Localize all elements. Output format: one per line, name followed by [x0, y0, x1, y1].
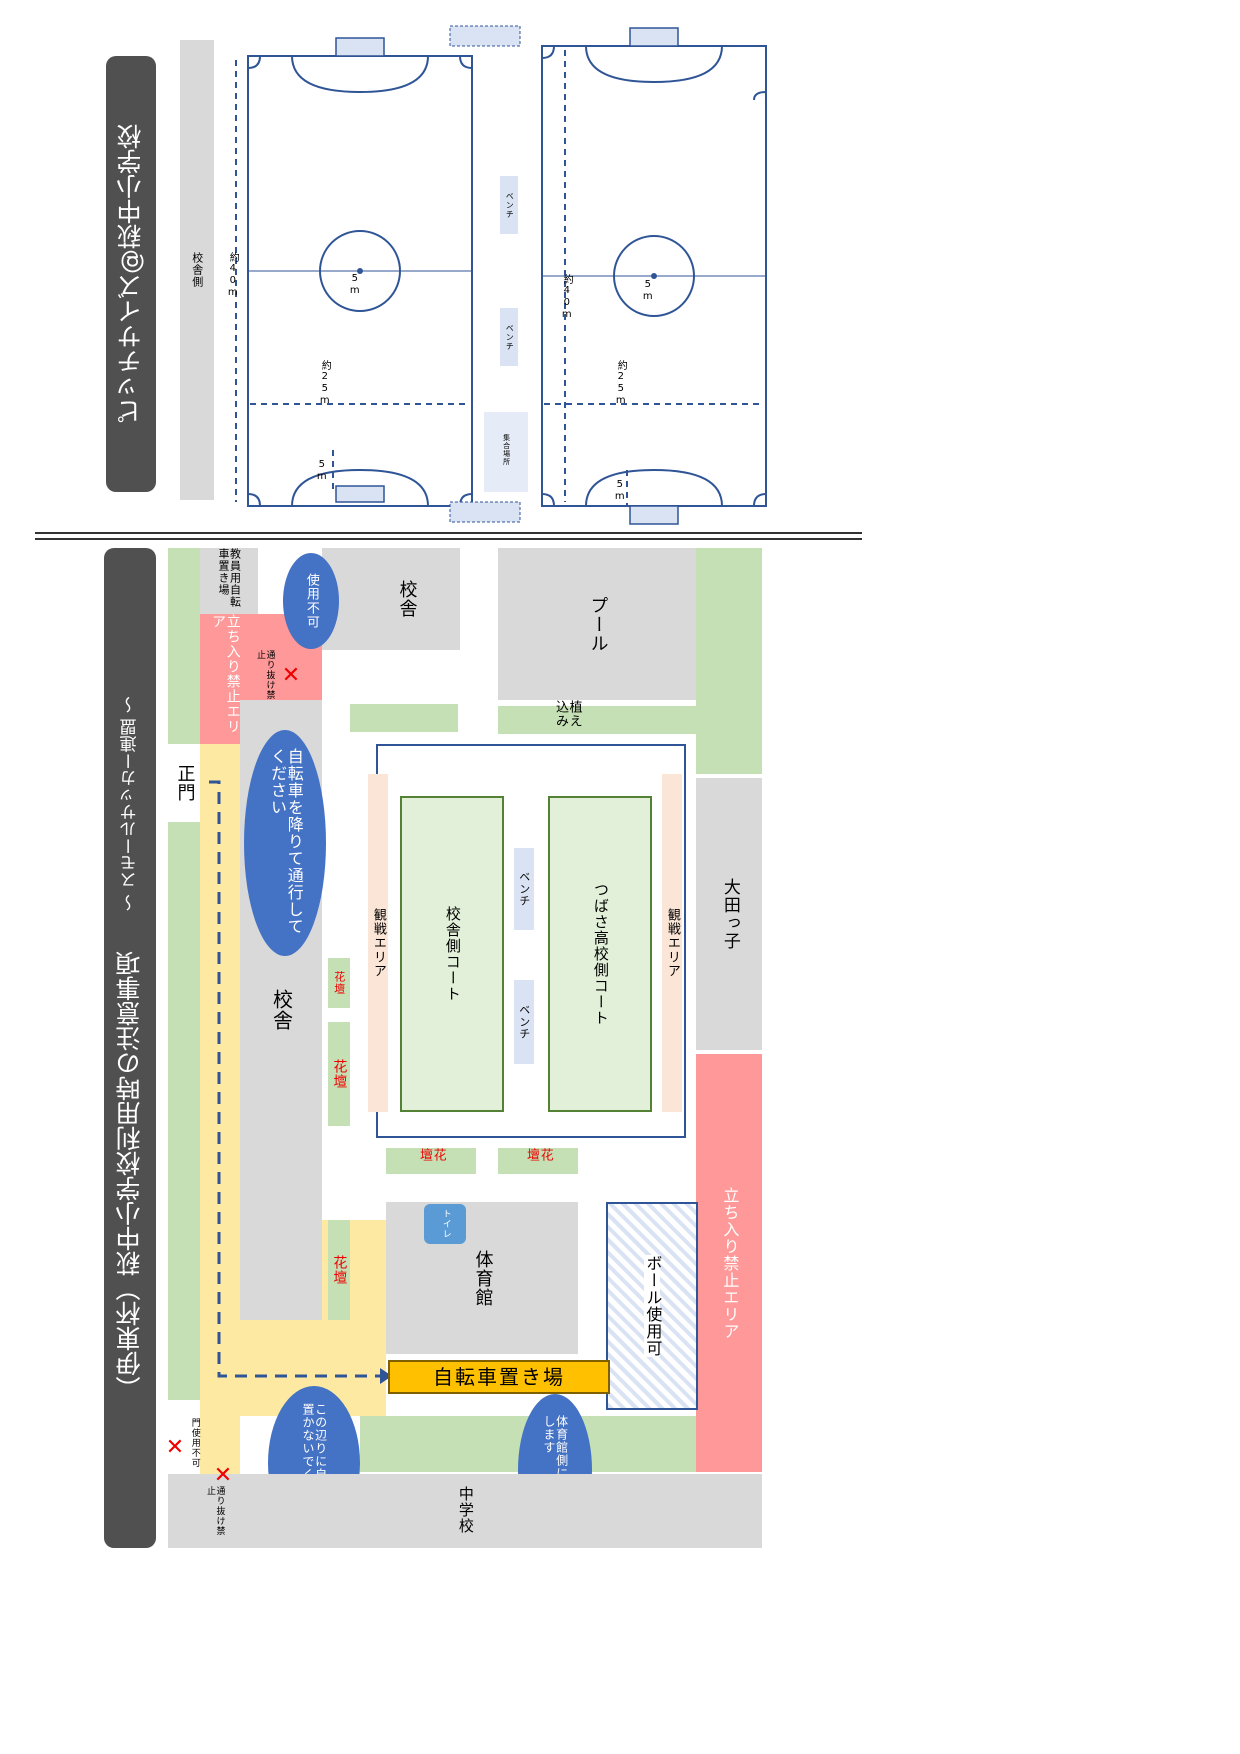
flowerbed-3: 花壇 — [328, 1220, 350, 1320]
bench-2: ベンチ — [514, 980, 534, 1064]
green-strip — [168, 822, 200, 1400]
flowerbed-5: 花壇 — [498, 1148, 578, 1174]
gathering-place: 集合場所 — [502, 434, 511, 466]
gym: 体育館 — [386, 1202, 578, 1354]
no-through-note-1: 通り抜け禁止 — [255, 650, 275, 700]
green-strip — [168, 548, 200, 744]
map-subtitle: ～ スモールサッカー連盟 ～ — [120, 695, 141, 911]
flowerbed-1: 花壇 — [328, 958, 350, 1008]
callout-unusable: 使用不可 — [283, 553, 339, 649]
green-strip — [350, 704, 458, 732]
bike-route — [209, 780, 392, 1384]
pitch-area-label-2: 5m — [614, 479, 626, 503]
middle-school: 中学校 — [456, 1486, 475, 1534]
bench-1: ベンチ — [514, 848, 534, 930]
pitch-radius-label-2: 5m — [642, 279, 654, 303]
gate-unusable-note: 門使用不可 — [189, 1418, 200, 1468]
main-gate: 正門 — [168, 744, 200, 822]
x-mark-icon: ✕ — [165, 1434, 185, 1460]
no-through-note-2: 通り抜け禁止 — [205, 1486, 225, 1536]
pitch-diagram — [235, 25, 767, 525]
flowerbed-2: 花壇 — [328, 1022, 350, 1126]
no-entry-label-top: 立ち入り禁止エリア — [210, 614, 241, 734]
pool: プール — [498, 548, 696, 700]
x-mark-icon: ✕ — [213, 1462, 233, 1488]
pitch-bench-1: ベンチ — [505, 191, 515, 219]
divider-line — [35, 532, 862, 540]
pitch-bench-2: ベンチ — [505, 323, 515, 351]
no-entry-area-top — [200, 614, 240, 744]
spectator-area-left: 観戦エリア — [368, 774, 388, 1112]
spectator-area-right: 観戦エリア — [662, 774, 682, 1112]
pitch-radius-label: 5m — [349, 273, 361, 297]
x-mark-icon: ✕ — [281, 662, 301, 688]
court-tsubasa: つばさ高校側コート — [548, 796, 652, 1112]
pitch-header: ピッチサイズ@萩中小学校 — [106, 56, 156, 492]
green-strip-right — [696, 548, 762, 774]
pitch-width-label: 約25m — [319, 359, 331, 407]
ball-use-area: ボール使用可 — [606, 1202, 698, 1410]
no-entry-area-right: 立ち入り禁止エリア — [696, 1054, 762, 1472]
otako: 大田っ子 — [696, 778, 762, 1050]
pitch-width-label-2: 約25m — [615, 359, 627, 407]
map-title: （伊東杯）萩中小学校利用時の注意事項 — [115, 950, 144, 1401]
teacher-bike-parking: 教員用自転車置き場 — [200, 548, 258, 614]
flowerbed-4: 花壇 — [386, 1148, 476, 1174]
court-school-side: 校舎側コート — [400, 796, 504, 1112]
toilet-icon: トイレ — [424, 1204, 466, 1244]
pitch-area-label: 5m — [316, 459, 328, 483]
school-side-strip: 校舎側 — [180, 40, 214, 500]
school-building-top: 校舎 — [322, 548, 460, 650]
middle-school-block — [168, 1474, 762, 1548]
map-header: （伊東杯）萩中小学校利用時の注意事項 ～ スモールサッカー連盟 ～ — [104, 548, 156, 1548]
pitch-length-label: 約40m — [227, 251, 239, 299]
planting-strip — [498, 706, 696, 734]
pitch-length-label-2: 約40m — [561, 273, 573, 321]
planting-label: 植え込み — [553, 700, 582, 728]
bike-parking: 自転車置き場 — [388, 1360, 610, 1394]
callout-dismount: 自転車を降りて通行してください — [244, 730, 326, 956]
